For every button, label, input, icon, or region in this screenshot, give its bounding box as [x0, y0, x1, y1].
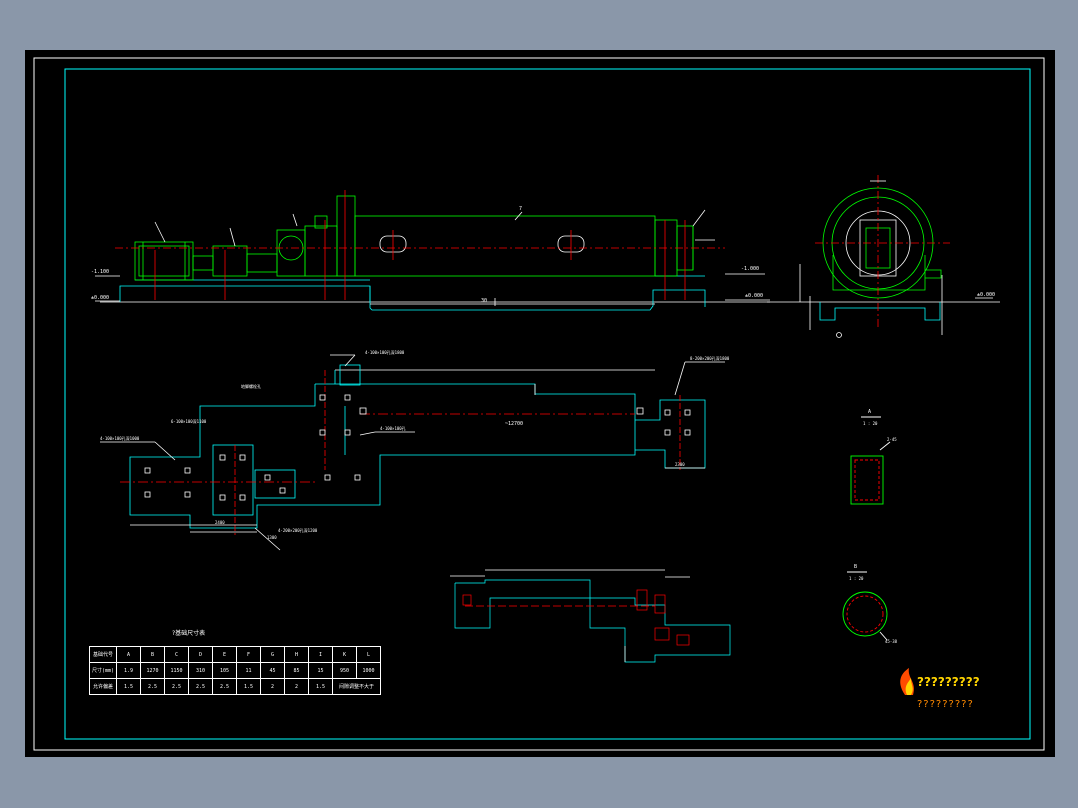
small-plan-view — [450, 569, 731, 663]
section-b-title: B — [854, 564, 858, 570]
foundation-table: 基础代号 A B C D E F G H I K L 尺寸(mm) 1.9 12… — [88, 646, 382, 695]
table-cell: 11 — [236, 662, 262, 679]
table-row: 允许偏差 1.5 2.5 2.5 2.5 2.5 1.5 2 2 1.5 间隙调… — [88, 678, 382, 695]
table-cell: 间隙调整不大于 — [332, 678, 382, 695]
table-cell: 1150 — [164, 662, 190, 679]
plan-dim-bottom-2: 2300 — [675, 462, 685, 467]
outer-frame — [33, 57, 1045, 751]
section-a — [850, 416, 891, 505]
table-cell: 2.5 — [164, 678, 190, 695]
table-cell: 1.9 — [116, 662, 142, 679]
section-a-scale: 1 : 20 — [863, 421, 878, 426]
plan-view — [100, 354, 725, 551]
inner-border — [64, 68, 1031, 740]
table-cell: 45 — [260, 662, 286, 679]
table-cell: D — [188, 646, 214, 663]
table-title: ?基础尺寸表 — [172, 630, 206, 637]
table-cell: 2 — [284, 678, 310, 695]
plan-note-6: 8-200×200孔深1800 — [690, 356, 730, 361]
table-cell: I — [308, 646, 334, 663]
table-cell: 尺寸(mm) — [88, 662, 118, 679]
reducer — [212, 245, 248, 277]
table-cell: K — [332, 646, 358, 663]
level-left: -1.100 — [91, 269, 110, 275]
table-cell: 2.5 — [188, 678, 214, 695]
section-a-title: A — [868, 409, 872, 415]
table-cell: G — [260, 646, 286, 663]
table-cell: C — [164, 646, 190, 663]
table-row: 基础代号 A B C D E F G H I K L — [88, 646, 382, 663]
section-a-note: 2-45 — [887, 437, 897, 442]
table-cell: A — [116, 646, 142, 663]
level-right: -1.000 — [741, 266, 760, 272]
plan-note-1: 4-100×100孔深1000 — [100, 436, 140, 441]
table-cell: 1.5 — [116, 678, 142, 695]
table-cell: 1000 — [356, 662, 382, 679]
section-b-scale: 1 : 20 — [849, 576, 864, 581]
table-cell: E — [212, 646, 238, 663]
plan-note-7: 4-200×200孔深1200 — [278, 528, 318, 533]
table-cell: 950 — [332, 662, 358, 679]
floor-end: ±0.000 — [977, 292, 996, 298]
table-cell: F — [236, 646, 262, 663]
section-b — [842, 571, 888, 641]
table-cell: 2.5 — [212, 678, 238, 695]
mill-cylinder — [354, 215, 656, 277]
plan-dim-left: 2400 — [215, 520, 225, 525]
table-cell: 85 — [284, 662, 310, 679]
table-cell: 1270 — [140, 662, 166, 679]
table-row: 尺寸(mm) 1.9 1270 1150 310 105 11 45 85 15… — [88, 662, 382, 679]
logo-icon — [900, 668, 914, 695]
table-cell: 15 — [308, 662, 334, 679]
plan-note-4: 4-100×100孔 — [380, 426, 406, 431]
cad-drawing — [33, 57, 1045, 751]
drawing-sheet: -1.100 ±0.000 -1.000 ±0.000 ±0.000 30 7 … — [25, 50, 1055, 757]
floor-left: ±0.000 — [91, 295, 110, 301]
logo: ????????? ????????? — [895, 673, 1015, 723]
table-cell: 105 — [212, 662, 238, 679]
mid-dimension: 30 — [481, 298, 488, 304]
plan-note-3: 地脚螺栓孔 — [241, 384, 261, 389]
table-cell: H — [284, 646, 310, 663]
plan-dim-bottom: 1300 — [267, 535, 277, 540]
end-view — [767, 175, 1000, 338]
elevation-view — [95, 190, 770, 311]
logo-text: ????????? — [917, 675, 980, 689]
floor-right: ±0.000 — [745, 293, 764, 299]
section-b-note: 45-38 — [885, 639, 898, 644]
plan-length: ~12700 — [505, 421, 524, 427]
table-cell: L — [356, 646, 382, 663]
table-cell: 310 — [188, 662, 214, 679]
table-cell: 1.5 — [236, 678, 262, 695]
table-cell: 2.5 — [140, 678, 166, 695]
table-cell: 1.5 — [308, 678, 334, 695]
logo-subtext: ????????? — [917, 699, 974, 710]
plan-note-2: 6-100×100深1100 — [171, 419, 207, 424]
plan-note-5: 4-100×100孔深1800 — [365, 350, 405, 355]
table-cell: 基础代号 — [88, 646, 118, 663]
part-label: 7 — [519, 206, 523, 212]
table-cell: 允许偏差 — [88, 678, 118, 695]
table-cell: B — [140, 646, 166, 663]
table-cell: 2 — [260, 678, 286, 695]
